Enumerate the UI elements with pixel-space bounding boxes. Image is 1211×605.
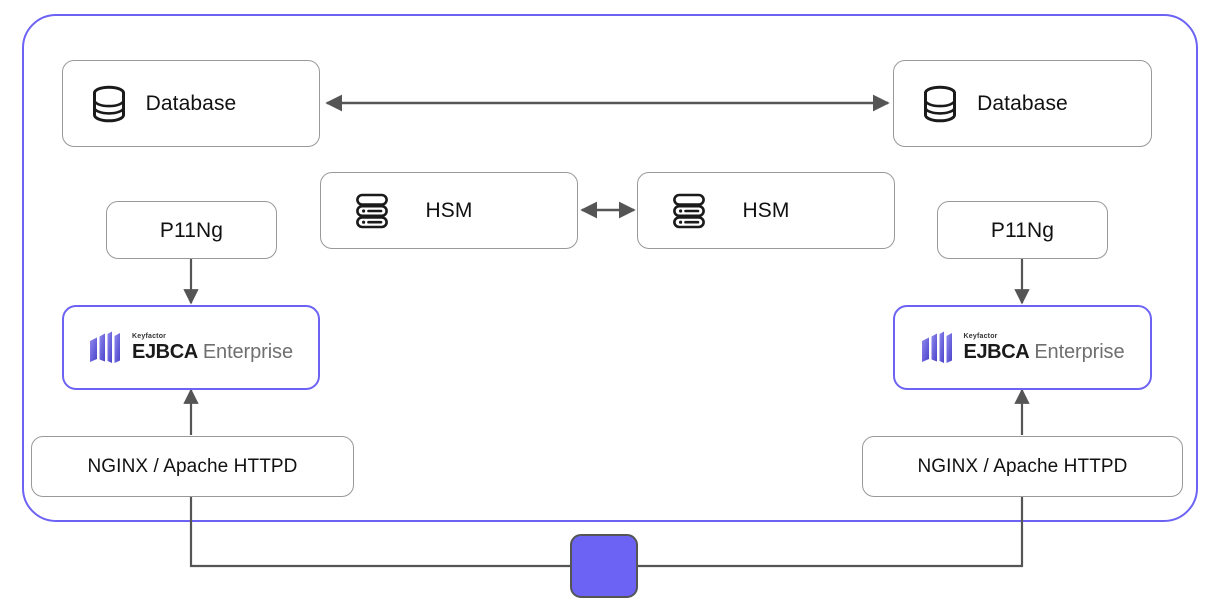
node-database-left[interactable]: Database [62, 60, 320, 147]
node-ejbca-left[interactable]: Keyfactor EJBCA Enterprise [62, 305, 320, 390]
ejbca-wordmark: EJBCA [132, 341, 198, 363]
node-p11ng-left[interactable]: P11Ng [106, 201, 277, 259]
node-label-hsm-right: HSM [742, 199, 790, 222]
node-label-p11ng-left: P11Ng [159, 218, 224, 242]
node-label-database-left: Database [145, 92, 237, 115]
node-label-p11ng-right: P11Ng [990, 218, 1055, 242]
keyfactor-wordmark: Keyfactor [132, 333, 167, 340]
hsm-server-icon [355, 193, 389, 229]
node-database-right[interactable]: Database [893, 60, 1152, 147]
node-p11ng-right[interactable]: P11Ng [937, 201, 1108, 259]
node-hsm-right[interactable]: HSM [637, 172, 895, 249]
enterprise-wordmark: Enterprise [202, 341, 293, 363]
node-label-webserver-left: NGINX / Apache HTTPD [87, 456, 298, 477]
database-icon [922, 85, 958, 123]
node-label-webserver-right: NGINX / Apache HTTPD [917, 456, 1128, 477]
node-label-database-right: Database [977, 92, 1068, 115]
ejbca-wordmark: EJBCA [963, 341, 1030, 363]
node-webserver-left[interactable]: NGINX / Apache HTTPD [31, 436, 354, 497]
keyfactor-ejbca-logo-icon: Keyfactor EJBCA Enterprise [921, 330, 1125, 366]
enterprise-wordmark: Enterprise [1034, 341, 1125, 363]
keyfactor-ejbca-logo-icon: Keyfactor EJBCA Enterprise [89, 330, 293, 366]
load-balancer-node[interactable] [570, 534, 638, 598]
database-icon [91, 85, 127, 123]
node-ejbca-right[interactable]: Keyfactor EJBCA Enterprise [893, 305, 1152, 390]
hsm-server-icon [672, 193, 706, 229]
node-webserver-right[interactable]: NGINX / Apache HTTPD [862, 436, 1183, 497]
ha-cluster-boundary [22, 14, 1198, 522]
node-label-hsm-left: HSM [425, 199, 473, 222]
node-hsm-left[interactable]: HSM [320, 172, 578, 249]
keyfactor-wordmark: Keyfactor [963, 333, 998, 340]
